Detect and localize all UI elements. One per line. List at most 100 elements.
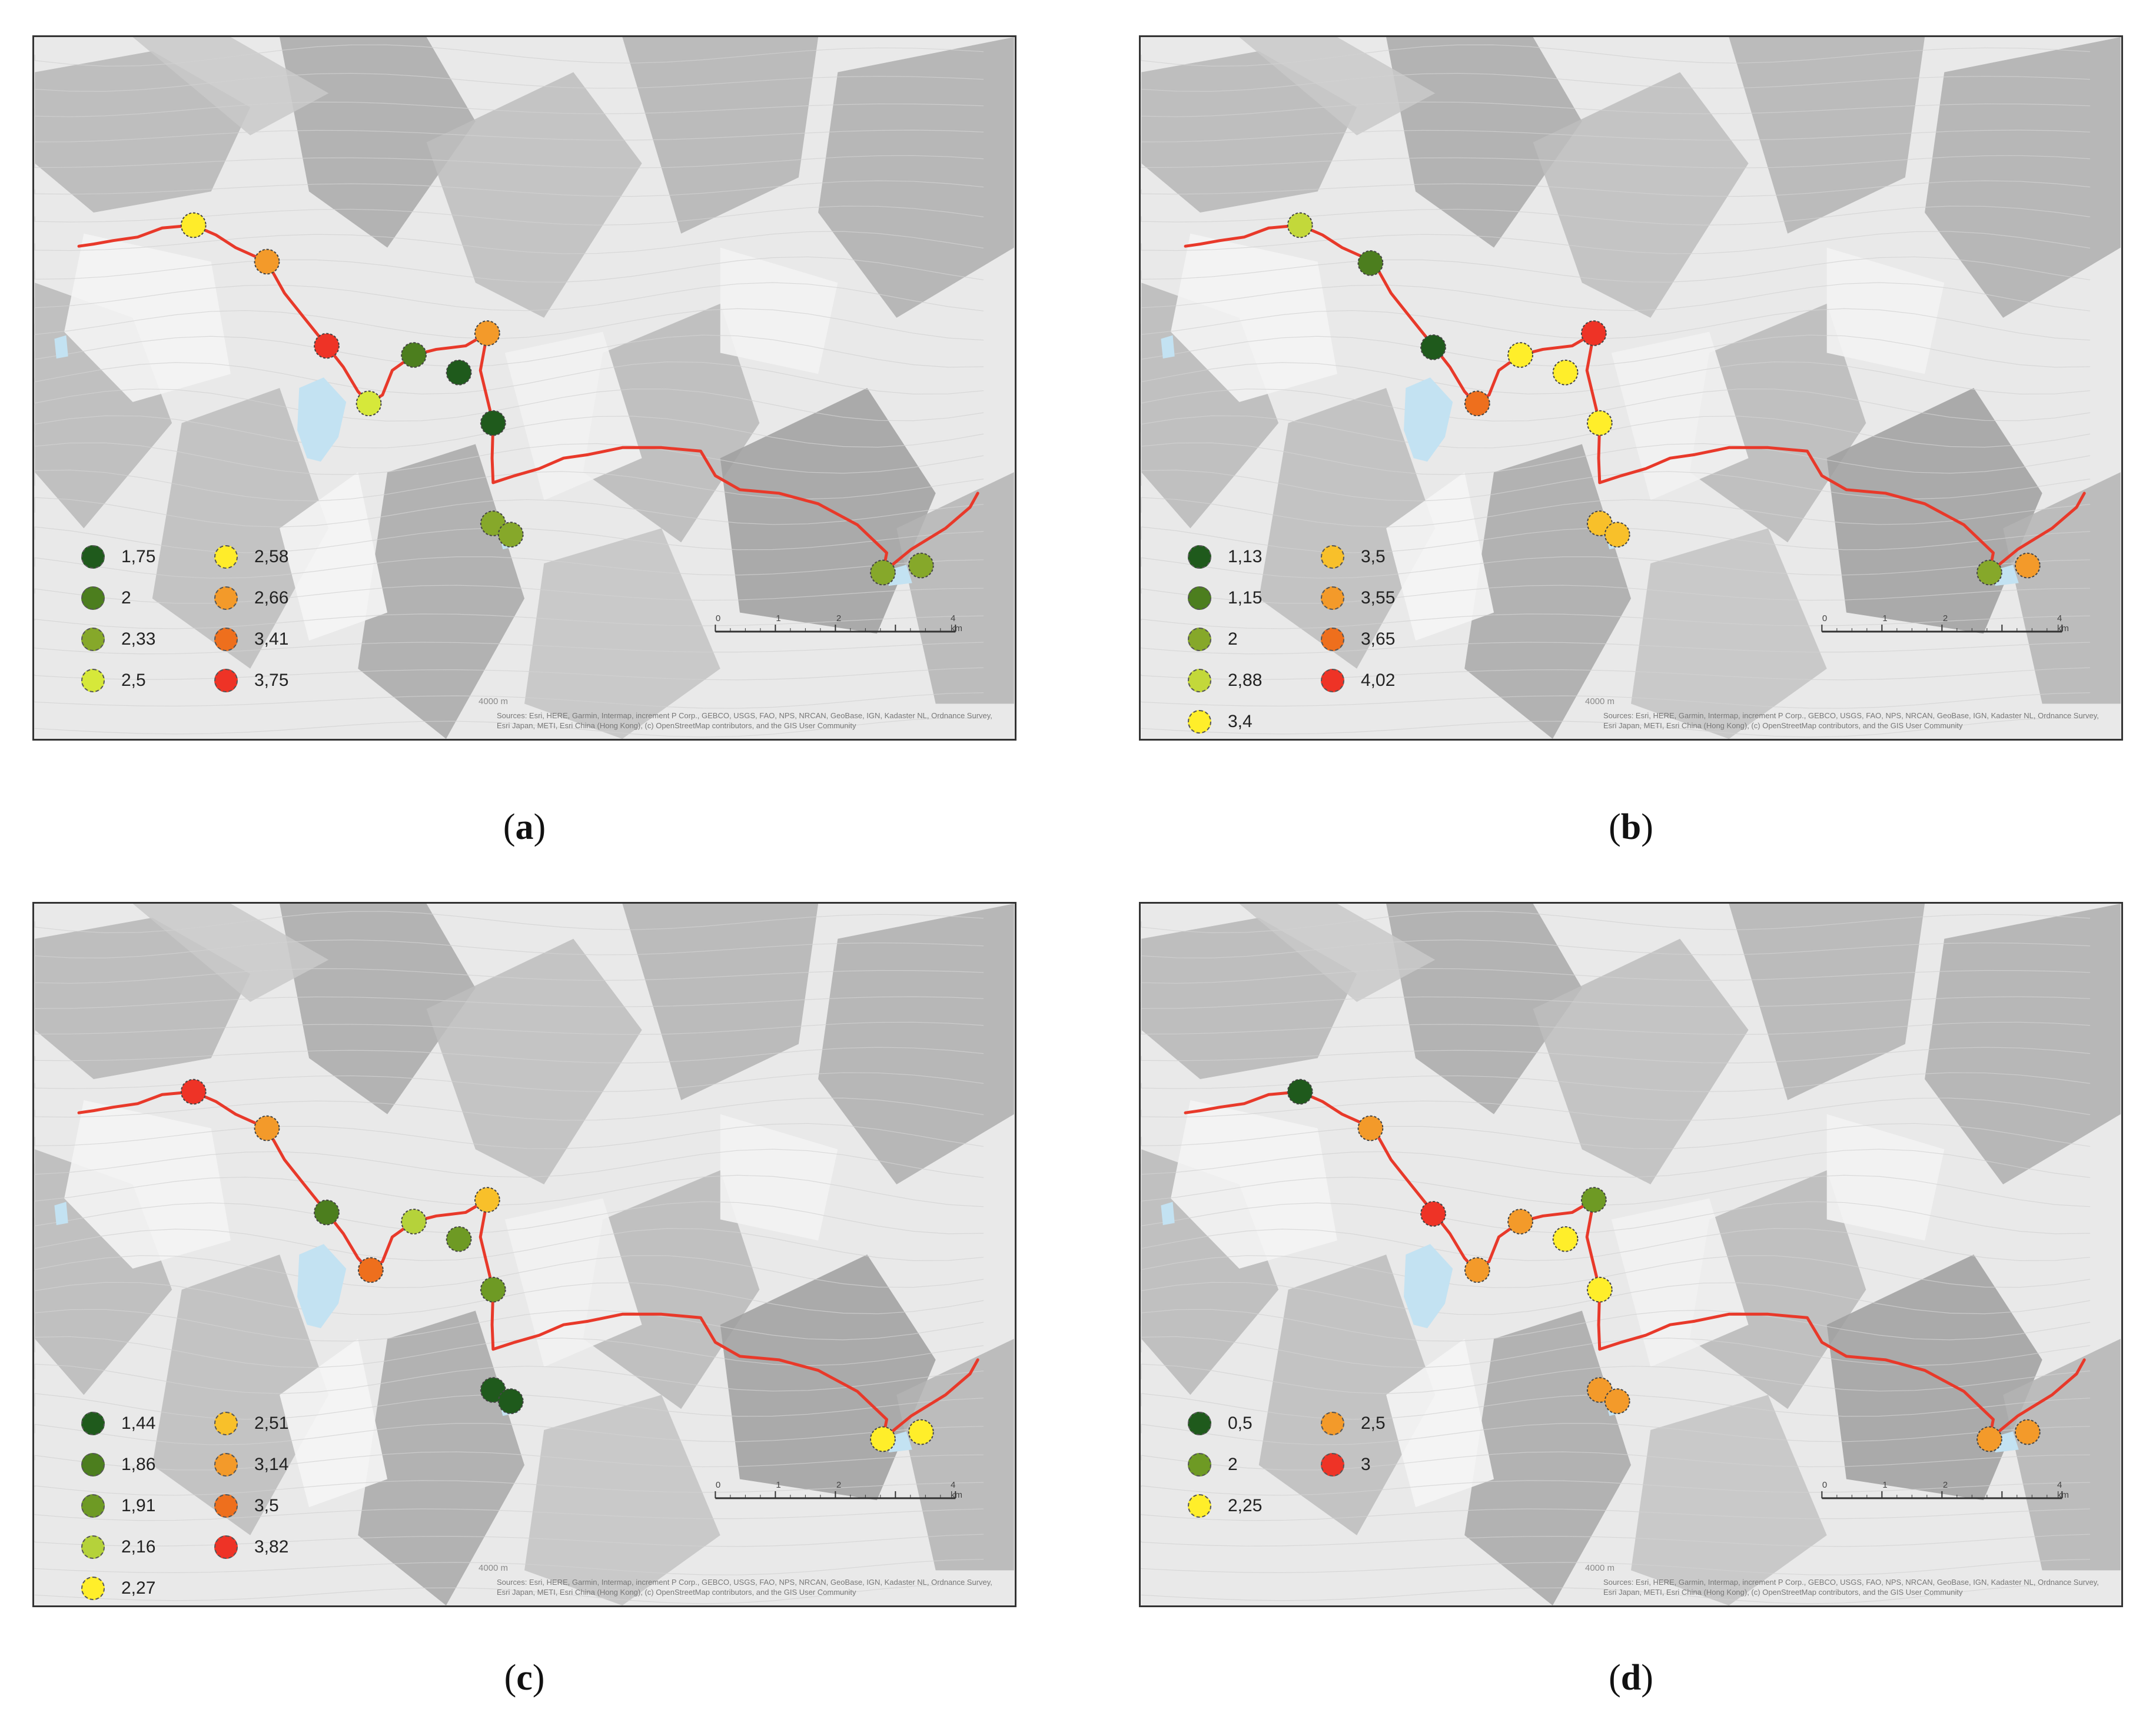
- contour-line: [1141, 101, 2091, 117]
- legend-label: 0,5: [1228, 1414, 1253, 1433]
- basemap-c: [34, 904, 1014, 1605]
- scale-bar-label: 0: [715, 1480, 721, 1490]
- trail-route: [77, 224, 979, 575]
- lake: [297, 1244, 347, 1329]
- contour-line: [1141, 1363, 2091, 1394]
- contour-line: [1141, 996, 2091, 1009]
- legend-label: 1,15: [1228, 588, 1263, 608]
- terrain-highlight: [64, 1100, 231, 1269]
- legend-label: 2,88: [1228, 671, 1263, 690]
- contour-line: [1141, 1149, 2091, 1178]
- legend-item: 3,65: [1321, 619, 1454, 660]
- contour-line: [1141, 667, 2091, 681]
- contour-line: [34, 1451, 984, 1471]
- measurement-point: [2014, 552, 2041, 579]
- measurement-point: [908, 1419, 934, 1445]
- legend-label: 2,5: [1361, 1414, 1386, 1433]
- contour-line: [34, 556, 984, 579]
- terrain-highlight: [280, 1339, 388, 1508]
- legend-label: 2,66: [254, 588, 289, 608]
- contour-line: [34, 585, 984, 604]
- legend-label: 2,16: [121, 1537, 156, 1557]
- scale-bar: [1821, 1491, 2063, 1499]
- terrain-shadow: [132, 904, 329, 1002]
- legend-label: 3,75: [254, 671, 289, 690]
- lake: [297, 377, 347, 462]
- contour-line: [34, 911, 984, 933]
- legend-item: 1,91: [81, 1485, 214, 1527]
- terrain-shadow: [280, 37, 476, 248]
- measurement-point: [446, 359, 472, 386]
- legend-swatch: [81, 545, 105, 569]
- legend-label: 2,33: [121, 629, 156, 649]
- contour-line: [34, 256, 984, 283]
- legend-swatch: [81, 1453, 105, 1476]
- legend-item: 3,41: [214, 619, 347, 660]
- measurement-point: [480, 510, 506, 536]
- measurement-point: [480, 1377, 506, 1403]
- basemap-d: [1141, 904, 2121, 1605]
- legend-item: 3,55: [1321, 578, 1454, 619]
- legend-item: 2,27: [81, 1568, 214, 1605]
- contour-line: [34, 180, 984, 197]
- contour-line: [1141, 1201, 2091, 1235]
- legend-swatch: [81, 628, 105, 651]
- measurement-point: [1580, 320, 1607, 346]
- map-attribution: Sources: Esri, HERE, Garmin, Intermap, i…: [497, 711, 992, 730]
- contour-line: [34, 1047, 984, 1064]
- panel-caption-letter: d: [1620, 1658, 1642, 1698]
- legend-item: 2: [81, 578, 214, 619]
- contour-line: [1141, 155, 2091, 168]
- measurement-point: [314, 1199, 340, 1226]
- legend-label: 2,25: [1228, 1496, 1263, 1515]
- contour-line: [34, 667, 984, 681]
- legend-swatch: [81, 1535, 105, 1559]
- legend-swatch: [1188, 1494, 1211, 1518]
- legend-label: 3,41: [254, 629, 289, 649]
- terrain-highlight: [1386, 472, 1494, 641]
- legend-item: 3,14: [214, 1444, 347, 1485]
- terrain-shadow: [524, 528, 720, 739]
- contour-line: [34, 1508, 984, 1521]
- contour-line: [1141, 1451, 2091, 1471]
- scale-bar-label: 1: [1882, 613, 1888, 623]
- contour-line: [34, 1363, 984, 1394]
- terrain-shadow: [1239, 37, 1436, 135]
- contour-line: [1141, 1123, 2091, 1150]
- measurement-point: [180, 212, 207, 238]
- contour-line: [1141, 939, 2091, 958]
- lake: [54, 335, 68, 359]
- legend-item: 2,16: [81, 1527, 214, 1568]
- legend-label: 1,86: [121, 1455, 156, 1474]
- legend-label: 4,02: [1361, 671, 1396, 690]
- contour-line: [1141, 497, 2091, 527]
- legend-swatch: [214, 1535, 238, 1559]
- contour-line: [34, 1584, 984, 1604]
- measurement-point: [2014, 1419, 2041, 1445]
- legend-item: 2,66: [214, 578, 347, 619]
- legend-swatch: [81, 669, 105, 692]
- legend-label: 2: [1228, 629, 1238, 649]
- legend-swatch: [1188, 669, 1211, 692]
- terrain-shadow: [1533, 938, 1749, 1184]
- measurement-point: [1357, 1115, 1384, 1142]
- terrain-highlight: [504, 1198, 642, 1367]
- scale-bar: [715, 1491, 956, 1499]
- measurement-point: [497, 522, 524, 548]
- contour-line: [34, 968, 984, 984]
- map-attribution: Sources: Esri, HERE, Garmin, Intermap, i…: [497, 1578, 992, 1597]
- contour-line: [1141, 282, 2091, 311]
- legend-label: 3,14: [254, 1455, 289, 1474]
- scale-bar-label: 1: [1882, 1480, 1888, 1490]
- legend-item: 3,5: [214, 1485, 347, 1527]
- legend-swatch: [1321, 1453, 1344, 1476]
- terrain-shadow: [2003, 472, 2121, 704]
- contour-line: [34, 1149, 984, 1178]
- legend-label: 2,27: [121, 1578, 156, 1598]
- panel-caption-letter: a: [515, 807, 534, 847]
- contour-line: [34, 1228, 984, 1261]
- contour-line: [34, 1072, 984, 1092]
- legend-item: 1,86: [81, 1444, 214, 1485]
